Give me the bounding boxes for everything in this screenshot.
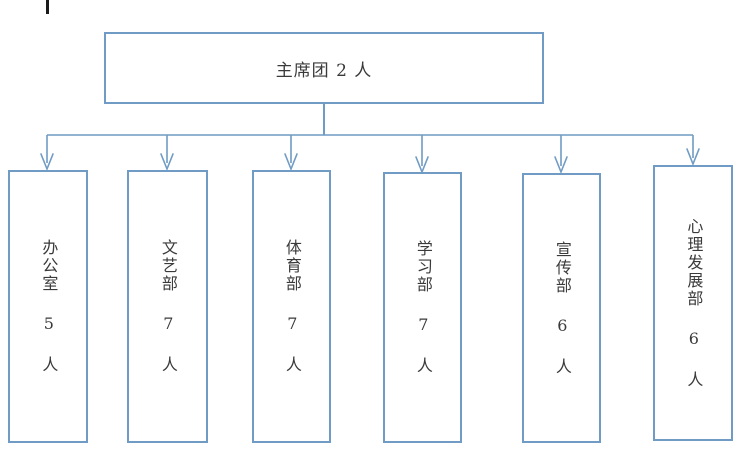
node-presidium-label: 主席团 2 人 xyxy=(275,60,373,81)
node-study-department[interactable]: 学习部 7 人 xyxy=(383,172,462,443)
node-psychological-development-department[interactable]: 心理发展部 6 人 xyxy=(653,165,733,441)
node-office[interactable]: 办公室 5 人 xyxy=(8,170,88,443)
node-arts-department[interactable]: 文艺部 7 人 xyxy=(127,170,208,443)
node-sports-department[interactable]: 体育部 7 人 xyxy=(252,170,331,443)
node-publicity-department[interactable]: 宣传部 6 人 xyxy=(522,173,601,443)
node-psychological-development-department-label: 心理发展部 6 人 xyxy=(684,217,704,389)
text-caret-artifact xyxy=(46,0,49,14)
node-presidium[interactable]: 主席团 2 人 xyxy=(104,32,544,104)
node-publicity-department-label: 宣传部 6 人 xyxy=(552,240,572,376)
node-office-label: 办公室 5 人 xyxy=(39,239,59,374)
node-arts-department-label: 文艺部 7 人 xyxy=(158,239,178,374)
node-sports-department-label: 体育部 7 人 xyxy=(282,239,302,374)
node-study-department-label: 学习部 7 人 xyxy=(413,240,433,375)
